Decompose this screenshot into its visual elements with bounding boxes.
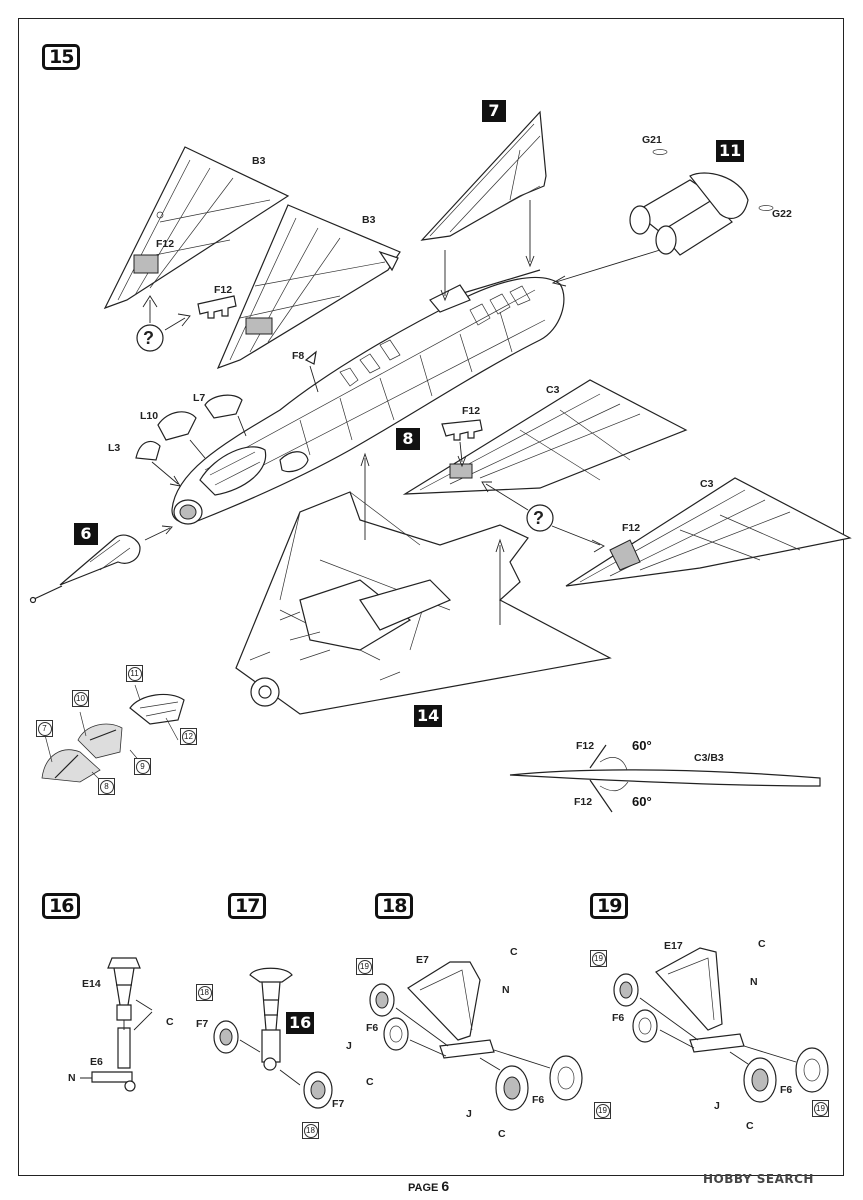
ref-19-bottom-s18: 19 bbox=[594, 1102, 611, 1119]
part-l7 bbox=[204, 394, 243, 419]
label-f6-right-s18: F6 bbox=[532, 1094, 545, 1106]
label-e6: E6 bbox=[90, 1056, 103, 1068]
label-f12-lower: F12 bbox=[622, 522, 641, 534]
fuselage bbox=[171, 269, 565, 525]
ref-19-bottom-s19: 19 bbox=[812, 1100, 829, 1117]
label-b3-upper: B3 bbox=[252, 155, 266, 167]
ref-marker-10: 10 bbox=[72, 690, 89, 707]
angle-diagram bbox=[509, 744, 821, 813]
label-n-step16: N bbox=[68, 1072, 76, 1084]
exhaust-assembly bbox=[551, 149, 774, 287]
label-c-step17: C bbox=[366, 1076, 374, 1088]
tab-f12-loose bbox=[197, 295, 237, 319]
subassembly-6: 6 bbox=[74, 523, 98, 545]
label-f7-right: F7 bbox=[332, 1098, 345, 1110]
ref-marker-12: 12 bbox=[180, 728, 197, 745]
question-arrows-right bbox=[481, 481, 605, 553]
label-f12-loose: F12 bbox=[214, 284, 233, 296]
label-f12-right: F12 bbox=[462, 405, 481, 417]
step-18-badge: 18 bbox=[375, 893, 414, 919]
question-mark-right: ? bbox=[533, 508, 544, 528]
step-19-badge: 19 bbox=[590, 893, 629, 919]
vertical-fin bbox=[420, 110, 547, 302]
label-c3-upper: C3 bbox=[546, 384, 560, 396]
ref-marker-11: 11 bbox=[126, 665, 143, 682]
part-l10 bbox=[157, 411, 197, 441]
label-e17: E17 bbox=[664, 940, 683, 952]
label-c-step16: C bbox=[166, 1016, 174, 1028]
label-e7: E7 bbox=[416, 954, 429, 966]
subassembly-14: 14 bbox=[414, 705, 443, 727]
lower-wing-panel bbox=[235, 452, 612, 715]
canopy-detail bbox=[41, 684, 185, 789]
ref-marker-7: 7 bbox=[36, 720, 53, 737]
wing-b3-upper bbox=[103, 146, 290, 310]
page-number-value: 6 bbox=[441, 1178, 450, 1194]
step-16-badge: 16 bbox=[42, 893, 81, 919]
gear-step17 bbox=[213, 967, 333, 1109]
label-b3-middle: B3 bbox=[362, 214, 376, 226]
subassembly-11: 11 bbox=[716, 140, 745, 162]
ref-marker-8: 8 bbox=[98, 778, 115, 795]
label-l7: L7 bbox=[193, 392, 206, 404]
label-g22: G22 bbox=[772, 208, 792, 220]
question-arrows-left bbox=[136, 295, 191, 352]
watermark-logo: HOBBY SEARCH bbox=[703, 1172, 814, 1186]
label-f8: F8 bbox=[292, 350, 305, 362]
wing-b3-middle bbox=[216, 204, 401, 370]
label-c3-lower: C3 bbox=[700, 478, 714, 490]
label-c-top-s19: C bbox=[758, 938, 766, 950]
wing-c3-lower bbox=[565, 477, 852, 587]
angle-60-top: 60° bbox=[632, 738, 652, 753]
step-17-badge: 17 bbox=[228, 893, 267, 919]
angle-part-label: C3/B3 bbox=[694, 752, 724, 764]
angle-label-f12-bottom: F12 bbox=[574, 796, 593, 808]
subassembly-7: 7 bbox=[482, 100, 506, 122]
wing-c3-upper bbox=[402, 379, 688, 495]
angle-label-f12-top: F12 bbox=[576, 740, 595, 752]
label-n-s18: N bbox=[502, 984, 510, 996]
step-15-badge: 15 bbox=[42, 44, 81, 70]
gear-step18 bbox=[369, 961, 583, 1111]
page-label: PAGE bbox=[408, 1182, 439, 1194]
ref-18-top: 18 bbox=[196, 984, 213, 1001]
label-f7-left: F7 bbox=[196, 1018, 209, 1030]
subassembly-8: 8 bbox=[396, 428, 420, 450]
label-c-top-s18: C bbox=[510, 946, 518, 958]
question-mark-left: ? bbox=[143, 328, 154, 348]
label-l10: L10 bbox=[140, 410, 159, 422]
ref-18-bottom: 18 bbox=[302, 1122, 319, 1139]
label-c-bottom-s19: C bbox=[746, 1120, 754, 1132]
label-j-s19: J bbox=[714, 1100, 720, 1112]
page-number: PAGE 6 bbox=[408, 1178, 449, 1194]
label-n-s19: N bbox=[750, 976, 758, 988]
label-j-s18: J bbox=[466, 1108, 472, 1120]
label-f6-left-s18: F6 bbox=[366, 1022, 379, 1034]
ref-19-top-s18: 19 bbox=[356, 958, 373, 975]
label-f6-right-s19: F6 bbox=[780, 1084, 793, 1096]
label-f6-left-s19: F6 bbox=[612, 1012, 625, 1024]
page-border bbox=[18, 18, 844, 1176]
label-l3: L3 bbox=[108, 442, 121, 454]
part-l3 bbox=[135, 440, 161, 461]
nose-probe bbox=[29, 525, 173, 604]
part-f8 bbox=[304, 350, 317, 365]
ref-19-top-s19: 19 bbox=[590, 950, 607, 967]
angle-60-bottom: 60° bbox=[632, 794, 652, 809]
label-j-step17: J bbox=[346, 1040, 352, 1052]
gear-step16 bbox=[80, 957, 153, 1092]
label-c-bottom-s18: C bbox=[498, 1128, 506, 1140]
ref-marker-9: 9 bbox=[134, 758, 151, 775]
gear-step19 bbox=[613, 947, 829, 1103]
label-e14: E14 bbox=[82, 978, 101, 990]
label-g21: G21 bbox=[642, 134, 662, 146]
subassembly-16: 16 bbox=[286, 1012, 315, 1034]
label-f12-upper: F12 bbox=[156, 238, 175, 250]
